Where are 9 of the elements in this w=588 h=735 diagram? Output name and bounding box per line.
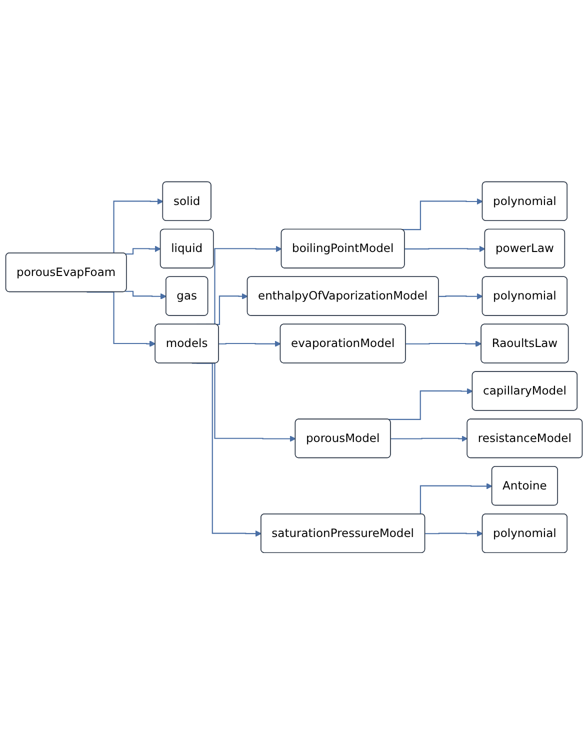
arrow xyxy=(125,291,167,300)
arrow xyxy=(425,530,483,538)
arrow xyxy=(388,388,473,420)
arrow xyxy=(404,246,486,252)
arrow xyxy=(438,294,483,300)
arrow xyxy=(218,340,281,348)
arrow xyxy=(406,340,482,348)
arrow xyxy=(390,436,468,442)
arrow xyxy=(125,246,161,255)
